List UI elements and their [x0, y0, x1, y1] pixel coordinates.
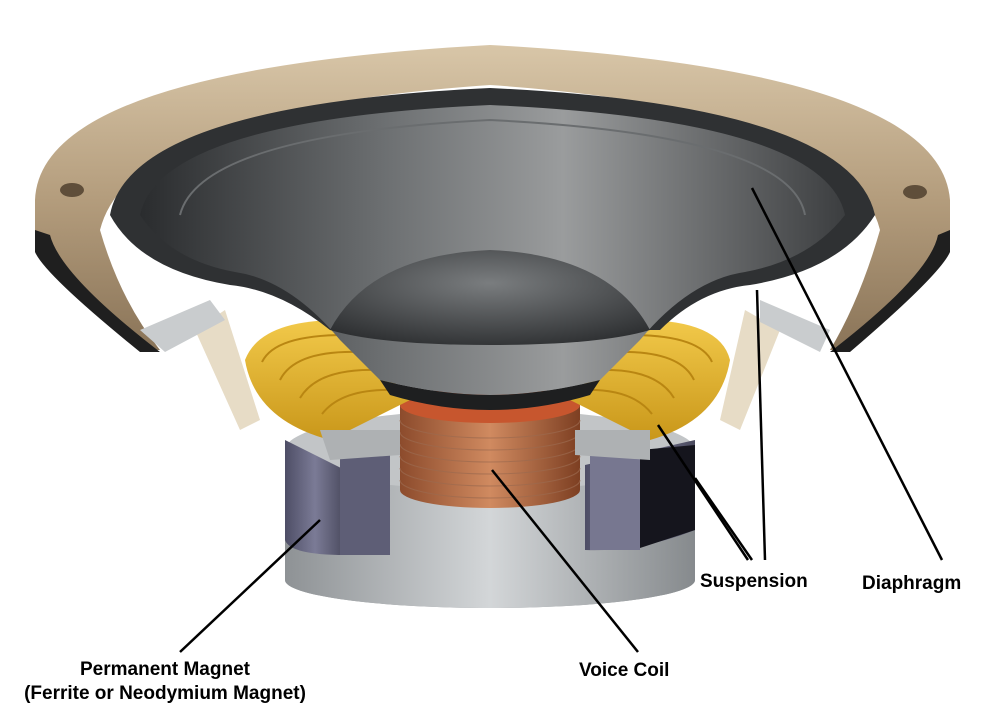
leader-line-suspension-inner [656, 424, 750, 561]
permanent-magnet [285, 440, 695, 555]
diaphragm-cone [110, 88, 875, 410]
leader-lines [179, 187, 944, 653]
leader-line-voice-coil [491, 469, 639, 653]
label-voice-coil: Voice Coil [579, 660, 670, 681]
label-suspension: Suspension [700, 571, 808, 592]
speaker-frame [35, 45, 950, 352]
leader-line-suspension-spider [693, 477, 754, 561]
leader-line-diaphragm [750, 187, 944, 561]
frame-struts [195, 310, 780, 430]
label-permanent-magnet-line1: Permanent Magnet [80, 659, 250, 680]
suspension-spider [245, 320, 730, 460]
leader-line-magnet [179, 519, 321, 653]
leader-line-suspension-outer [755, 289, 767, 561]
label-permanent-magnet: Permanent Magnet (Ferrite or Neodymium M… [0, 658, 330, 706]
label-diaphragm: Diaphragm [862, 573, 962, 594]
label-permanent-magnet-line2: (Ferrite or Neodymium Magnet) [24, 683, 306, 704]
